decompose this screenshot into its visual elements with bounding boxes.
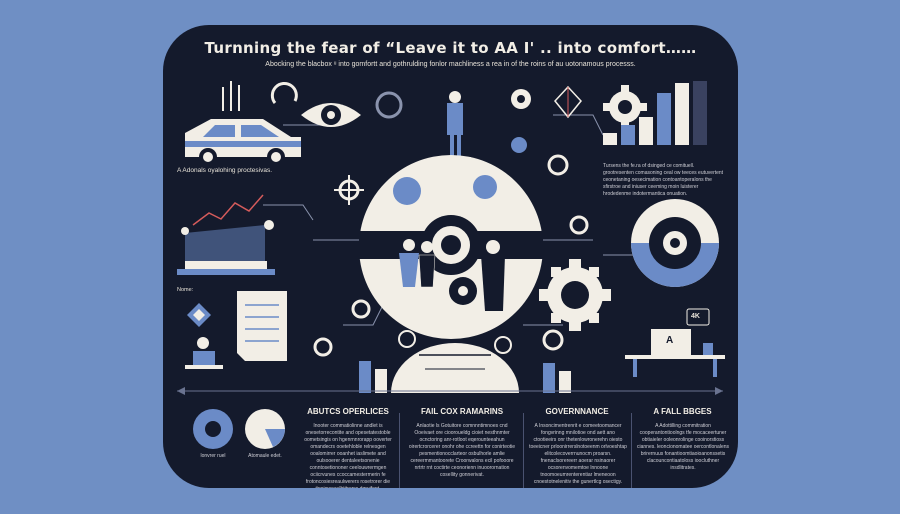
document-icon	[237, 291, 287, 361]
small-label: Nome:	[177, 287, 193, 293]
column-text: A Insoncimentrenrit e comeetoomancer fon…	[529, 423, 627, 486]
pie-chart-icon	[245, 409, 285, 449]
poster-subtitle: Abocking the blacbox ᵘ into gomfortt and…	[163, 61, 738, 68]
workstation-icon	[625, 329, 725, 377]
diamond-icon	[187, 303, 211, 327]
central-hub	[359, 155, 543, 339]
car-icon	[185, 119, 301, 166]
column-divider	[523, 413, 524, 488]
column-heading: GOVERNNANCE	[527, 407, 627, 416]
pie-label: lonvrer ruel	[191, 453, 235, 460]
column-text: A Adottilling commitration cooperantonti…	[637, 423, 729, 472]
operator-icon	[185, 337, 223, 369]
right-paragraph: Tursens the fe.ra of dsinged ce comituel…	[603, 163, 725, 198]
pie-chart-icon	[193, 409, 233, 449]
badge-4k: 4K	[691, 313, 700, 320]
column-text: Inooter commatiolinne andlet is onesetor…	[300, 423, 396, 488]
gear-icon	[539, 259, 611, 331]
column-divider	[631, 413, 632, 488]
poster-title: Turnning the fear of “Leave it to AA I' …	[163, 39, 738, 57]
eye-icon	[301, 103, 361, 127]
pie-label: Atomaule edet.	[243, 453, 287, 460]
person-icon	[439, 91, 471, 163]
column-divider	[399, 413, 400, 488]
screen-letter: A	[666, 335, 673, 346]
line-chart-icon	[177, 195, 275, 275]
dashboard-dome	[391, 343, 519, 393]
left-caption: A Adonals oyalohing proctesivas.	[177, 167, 272, 174]
illustration	[163, 25, 738, 488]
target-icon	[631, 199, 719, 287]
poster-panel: Turnning the fear of “Leave it to AA I' …	[163, 25, 738, 488]
column-heading: A FALL BBGES	[635, 407, 730, 416]
column-heading: ABUTCS OPERLICES	[298, 407, 398, 416]
column-heading: FAIL COX RAMARINS	[404, 407, 520, 416]
column-text: Anlaotie ls Gotuitore comnnntimnoes cnd …	[407, 423, 517, 479]
